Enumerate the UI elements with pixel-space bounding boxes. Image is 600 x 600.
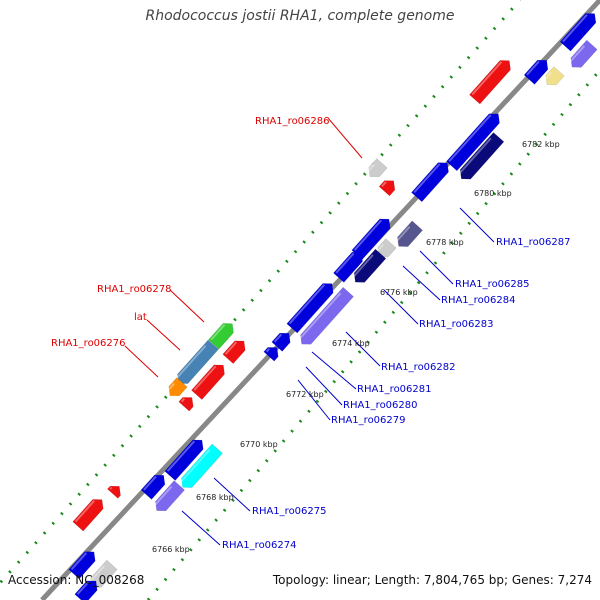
gene-feature[interactable] [164, 435, 207, 481]
gene-feature[interactable] [72, 495, 107, 532]
leader-line [327, 117, 363, 159]
gene-labels: RHA1_ro06286 RHA1_ro06278 lat RHA1_ro062… [51, 116, 571, 551]
gene-features [68, 9, 600, 600]
leader-line [459, 207, 495, 243]
gene-feature[interactable] [411, 158, 452, 203]
leader-line [213, 477, 251, 512]
leader-line [345, 331, 381, 367]
gene-label-ro06281[interactable]: RHA1_ro06281 [357, 384, 432, 395]
gene-feature[interactable] [333, 248, 366, 283]
gene-feature[interactable] [140, 471, 169, 500]
tick-label: 6766 kbp [152, 545, 190, 554]
gene-feature[interactable] [263, 343, 282, 362]
gene-label-ro06286[interactable]: RHA1_ro06286 [255, 116, 330, 127]
leader-line [297, 379, 331, 421]
gene-feature[interactable] [567, 39, 598, 72]
leader-line [402, 265, 441, 301]
gene-feature[interactable] [222, 336, 249, 364]
tick-label: 6776 kbp [380, 288, 418, 297]
gene-label-ro06276[interactable]: RHA1_ro06276 [51, 338, 126, 349]
tick-labels: 6766 kbp 6768 kbp 6770 kbp 6772 kbp 6774… [152, 140, 560, 554]
genome-summary: Topology: linear; Length: 7,804,765 bp; … [272, 573, 592, 587]
gene-feature[interactable] [365, 158, 388, 182]
leader-line [181, 510, 221, 546]
tick-label: 6782 kbp [522, 140, 560, 149]
gene-feature[interactable] [107, 482, 124, 499]
gene-label-ro06287[interactable]: RHA1_ro06287 [496, 237, 571, 248]
gene-feature[interactable] [456, 132, 505, 183]
tick-label: 6780 kbp [474, 189, 512, 198]
gene-feature[interactable] [177, 443, 223, 492]
tick-label: 6774 kbp [332, 339, 370, 348]
tick-label: 6772 kbp [286, 390, 324, 399]
gene-feature[interactable] [559, 9, 600, 52]
label-leaders [124, 117, 495, 546]
accession-label: Accession: NC_008268 [8, 573, 145, 587]
leader-line [311, 351, 357, 390]
gene-feature[interactable] [393, 220, 423, 251]
leader-line [124, 345, 159, 378]
gene-label-ro06280[interactable]: RHA1_ro06280 [343, 400, 418, 411]
tick-label: 6768 kbp [196, 493, 234, 502]
gene-feature[interactable] [446, 109, 503, 172]
gene-feature[interactable] [74, 576, 101, 600]
gene-feature[interactable] [296, 286, 354, 349]
gene-feature[interactable] [374, 238, 397, 262]
leader-line [419, 250, 454, 285]
gene-label-ro06278[interactable]: RHA1_ro06278 [97, 284, 172, 295]
tick-label: 6770 kbp [240, 440, 278, 449]
gene-label-ro06284[interactable]: RHA1_ro06284 [441, 295, 516, 306]
leader-line [383, 289, 419, 325]
gene-feature[interactable] [469, 56, 514, 105]
gene-label-lat[interactable]: lat [134, 312, 147, 323]
gene-label-ro06283[interactable]: RHA1_ro06283 [419, 319, 494, 330]
gene-feature[interactable] [542, 66, 565, 90]
gene-feature[interactable] [191, 360, 228, 400]
gene-label-ro06275[interactable]: RHA1_ro06275 [252, 506, 327, 517]
gene-label-ro06274[interactable]: RHA1_ro06274 [222, 540, 297, 551]
gene-feature[interactable] [151, 480, 185, 516]
gene-feature[interactable] [271, 329, 294, 352]
gene-label-ro06285[interactable]: RHA1_ro06285 [455, 279, 530, 290]
gene-feature[interactable] [165, 377, 188, 401]
gene-feature[interactable] [208, 319, 237, 350]
tick-label: 6778 kbp [426, 238, 464, 247]
map-title: Rhodococcus jostii RHA1, complete genome [145, 8, 455, 24]
gene-feature[interactable] [523, 56, 552, 85]
leader-line [146, 319, 181, 351]
gene-label-ro06282[interactable]: RHA1_ro06282 [381, 362, 456, 373]
leader-line [305, 366, 343, 406]
gene-feature[interactable] [68, 547, 99, 580]
gene-feature[interactable] [178, 393, 197, 412]
leader-line [169, 289, 205, 323]
gene-label-ro06279[interactable]: RHA1_ro06279 [331, 415, 406, 426]
gene-feature[interactable] [378, 176, 399, 197]
gene-feature[interactable] [350, 248, 387, 287]
gene-feature[interactable] [286, 279, 337, 334]
